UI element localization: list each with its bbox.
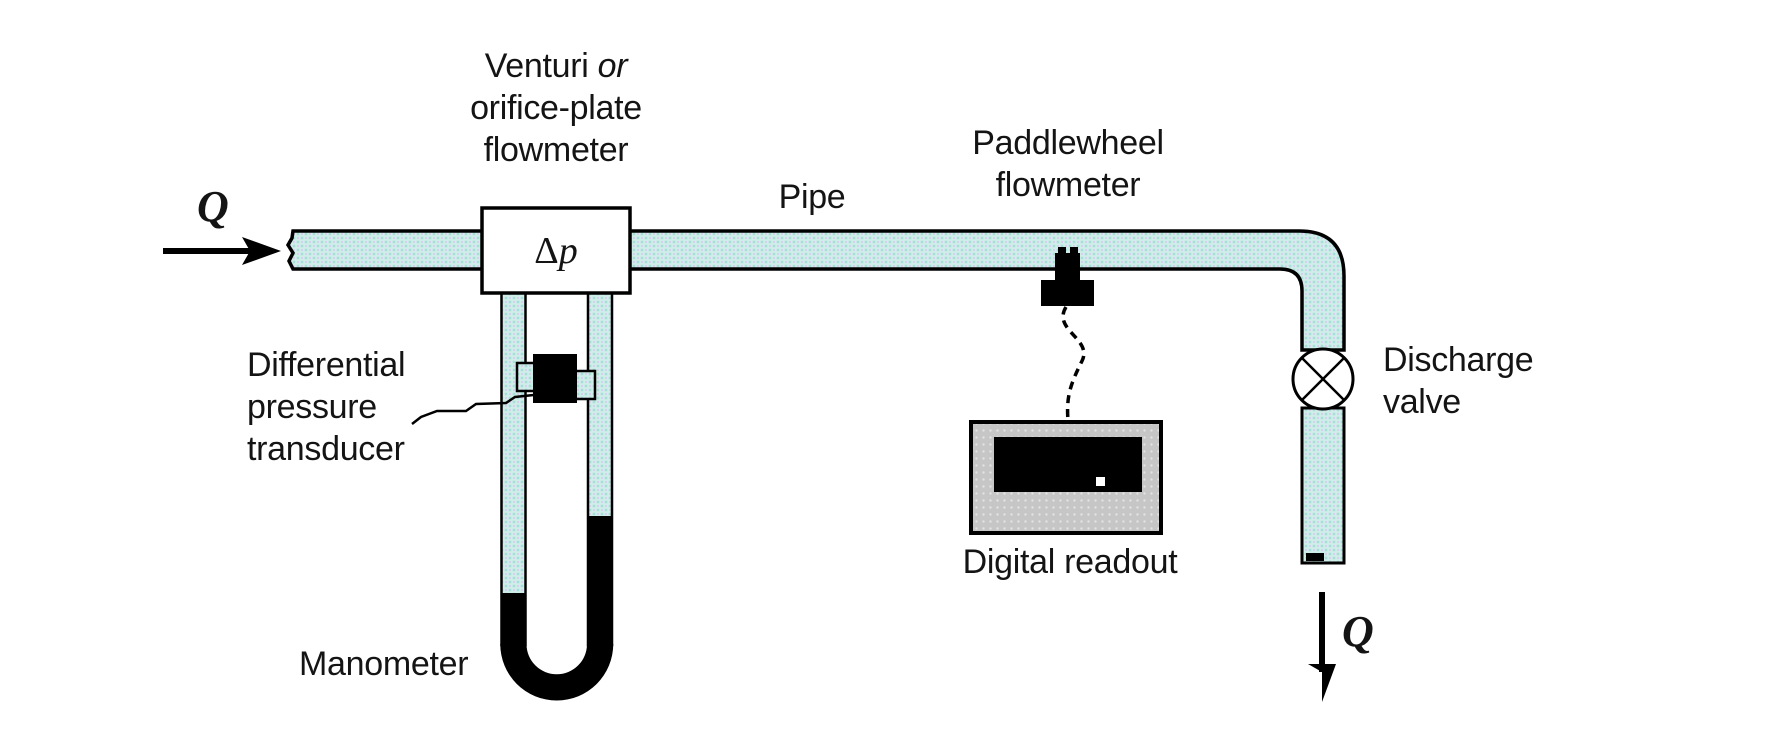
sensor-prong-left bbox=[1058, 247, 1066, 255]
paddlewheel-sensor bbox=[1041, 247, 1094, 421]
readout-screen bbox=[994, 437, 1142, 492]
pressure-transducer bbox=[411, 354, 597, 425]
transducer-body bbox=[533, 354, 577, 403]
sensor-prong-right bbox=[1070, 247, 1078, 255]
paddlewheel-flowmeter-label: Paddlewheel flowmeter bbox=[972, 124, 1164, 204]
digital-readout-device bbox=[969, 420, 1163, 535]
differential-pressure-transducer-label: Differential pressure transducer bbox=[247, 346, 406, 468]
sensor-stem bbox=[1055, 253, 1080, 281]
inlet-flow-arrow-icon bbox=[163, 237, 281, 265]
pipe-run bbox=[285, 229, 1346, 352]
flow-in-symbol: Q bbox=[197, 182, 229, 231]
manometer-u-bend bbox=[500, 644, 614, 701]
delta-p-box bbox=[480, 206, 632, 295]
venturi-flowmeter-label: Venturi or orifice-plate flowmeter bbox=[470, 47, 642, 169]
manometer-left-tube bbox=[500, 287, 527, 647]
manometer bbox=[500, 287, 614, 701]
valve-cross-line-2 bbox=[1300, 356, 1346, 402]
transducer-pointer-line bbox=[411, 392, 544, 425]
readout-decimal-dot bbox=[1096, 477, 1105, 486]
manometer-right-gauge-fluid bbox=[587, 516, 613, 646]
pipe-label: Pipe bbox=[778, 178, 846, 216]
digital-readout-label: Digital readout bbox=[962, 543, 1178, 581]
outlet-pipe bbox=[1300, 406, 1346, 565]
sensor-cable bbox=[1061, 306, 1086, 421]
discharge-valve-label: Discharge valve bbox=[1383, 341, 1534, 421]
outlet-flow-arrow-icon bbox=[1308, 592, 1336, 702]
sensor-block bbox=[1041, 280, 1094, 306]
flow-out-symbol: Q bbox=[1342, 607, 1374, 656]
discharge-valve-icon bbox=[1291, 347, 1355, 411]
manometer-label: Manometer bbox=[299, 645, 469, 683]
manometer-left-gauge-fluid bbox=[500, 593, 527, 646]
outlet-pipe-end-mark bbox=[1306, 553, 1324, 561]
